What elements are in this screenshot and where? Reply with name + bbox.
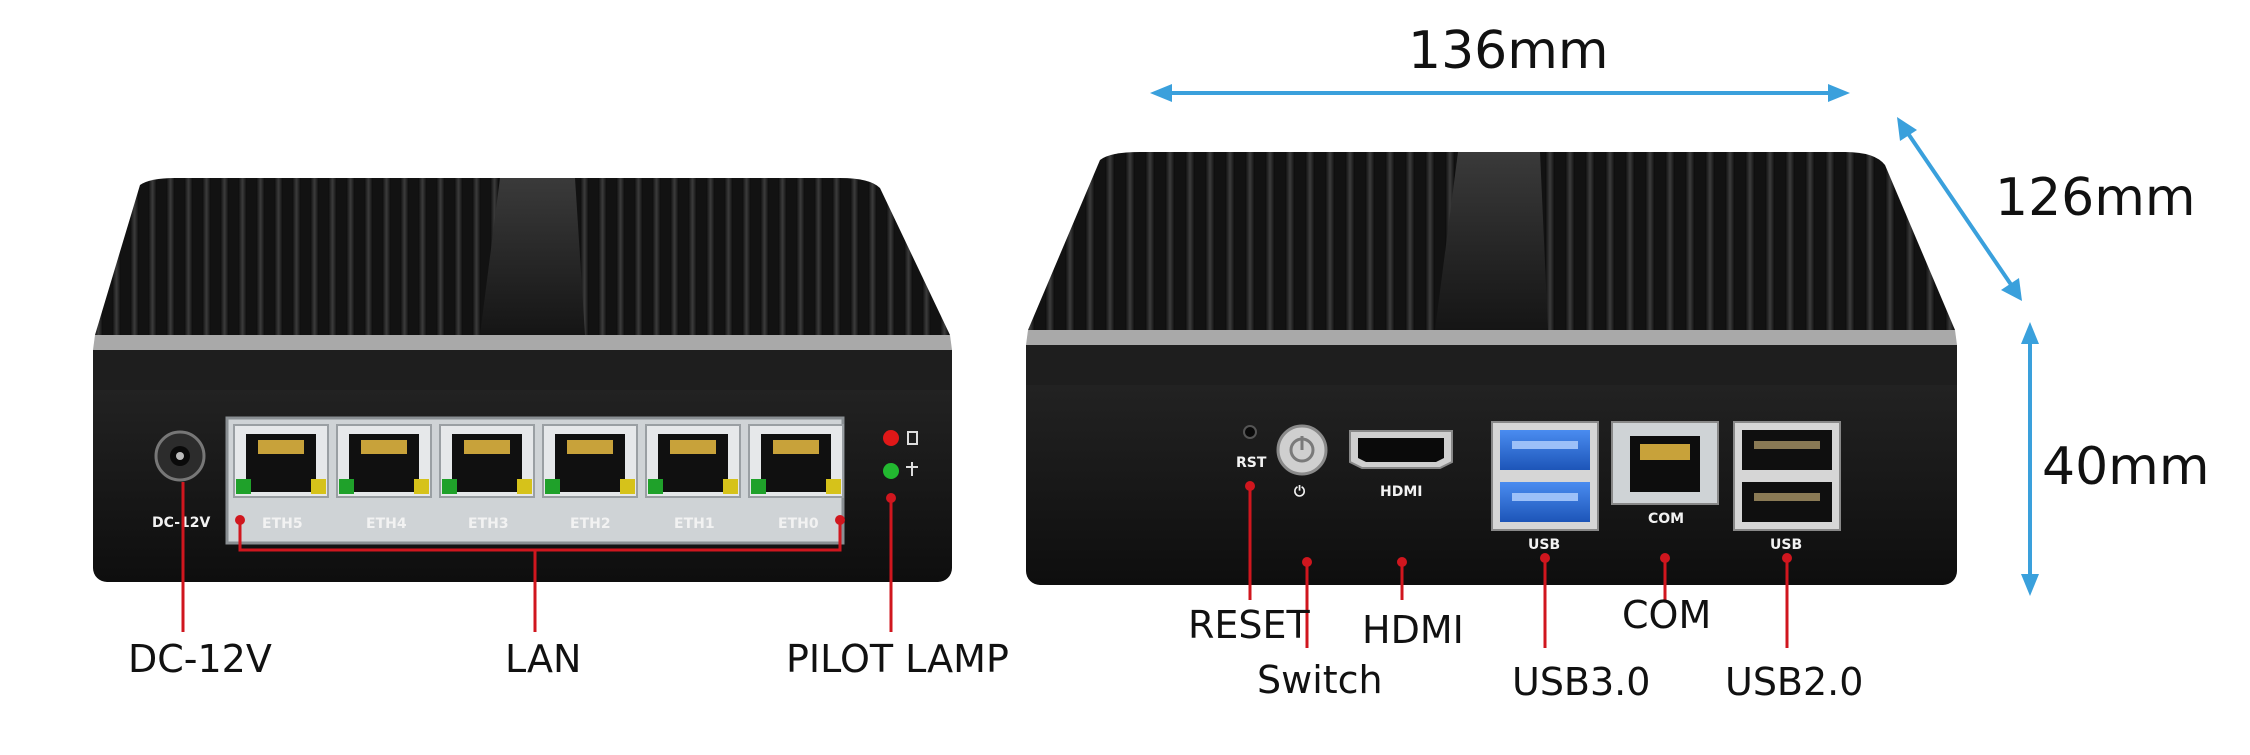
rj45-port-eth0 xyxy=(748,424,844,498)
callout-lan: LAN xyxy=(505,637,581,681)
callout-usb3: USB3.0 xyxy=(1512,660,1650,704)
lan-ports xyxy=(233,424,844,498)
dim-width-label: 136mm xyxy=(1408,21,1609,81)
left-device: DC-12V ETH5 ETH4 ETH3 ETH2 ETH1 ETH0 xyxy=(93,178,952,582)
dc-jack xyxy=(154,430,206,482)
rst-pinhole xyxy=(1243,425,1257,439)
right-face-shade xyxy=(1026,345,1957,385)
com-port xyxy=(1611,421,1719,505)
power-button xyxy=(1276,424,1328,476)
callout-com: COM xyxy=(1622,593,1711,637)
callout-switch: Switch xyxy=(1257,658,1383,702)
right-center-band xyxy=(1435,152,1548,330)
callout-pilot-lamp: PILOT LAMP xyxy=(786,637,1009,681)
eth5-label: ETH5 xyxy=(262,516,303,532)
eth4-label: ETH4 xyxy=(366,516,407,532)
power-icon-label: ⏻ xyxy=(1294,484,1305,500)
rj45-port-eth5 xyxy=(233,424,329,498)
dim-depth-label: 126mm xyxy=(1995,168,2196,228)
right-device: RST ⏻ HDMI USB COM xyxy=(1026,152,1957,585)
rst-label: RST xyxy=(1236,455,1267,471)
dimension-arrows xyxy=(1150,84,2039,596)
right-callout-lines xyxy=(1248,486,1789,648)
eth2-label: ETH2 xyxy=(570,516,611,532)
dc-port-label: DC-12V xyxy=(152,515,211,531)
left-center-band xyxy=(480,178,585,335)
led-green xyxy=(883,463,899,479)
rj45-port-eth1 xyxy=(645,424,741,498)
callout-hdmi: HDMI xyxy=(1362,608,1464,652)
rj45-port-eth3 xyxy=(439,424,535,498)
hdmi-port xyxy=(1349,430,1453,469)
hdmi-label: HDMI xyxy=(1380,484,1422,500)
rj45-port-eth2 xyxy=(542,424,638,498)
dim-height-label: 40mm xyxy=(2042,437,2209,497)
eth1-label: ETH1 xyxy=(674,516,715,532)
usb3-stack xyxy=(1491,421,1599,531)
usb2-label: USB xyxy=(1770,537,1802,553)
left-callout-dots xyxy=(235,493,896,525)
right-callout-dots xyxy=(1245,481,1792,567)
left-callout-lines xyxy=(181,482,893,632)
left-face-shade xyxy=(93,350,952,390)
left-top-rim xyxy=(93,335,952,350)
callout-dc: DC-12V xyxy=(128,637,272,681)
led-red xyxy=(883,430,899,446)
eth0-label: ETH0 xyxy=(778,516,819,532)
usb3-label: USB xyxy=(1528,537,1560,553)
callout-reset: RESET xyxy=(1188,603,1311,647)
callout-usb2: USB2.0 xyxy=(1725,660,1863,704)
rj45-port-eth4 xyxy=(336,424,432,498)
usb2-stack xyxy=(1733,421,1841,531)
led-red-icon xyxy=(907,431,918,445)
eth3-label: ETH3 xyxy=(468,516,509,532)
led-green-icon xyxy=(906,462,918,476)
right-top-rim xyxy=(1026,330,1957,345)
com-label: COM xyxy=(1648,511,1684,527)
